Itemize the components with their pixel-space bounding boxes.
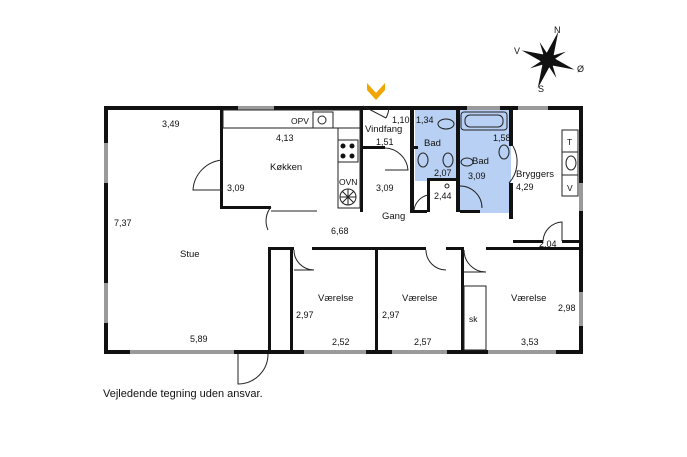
dim-stue-bottom: 5,89: [190, 334, 208, 344]
dim-gang-depth: 3,09: [376, 183, 394, 193]
room-label-vindfang: Vindfang: [365, 124, 402, 135]
dim-stue-left: 7,37: [114, 218, 132, 228]
dim-wc-d: 2,44: [434, 191, 452, 201]
bathroom-fixtures: [417, 111, 579, 351]
room-label-bryggers: Bryggers: [516, 169, 554, 180]
kitchen-fixtures: [222, 109, 361, 212]
entrance-marker-icon: [367, 83, 385, 100]
dim-v2-d: 2,97: [382, 310, 400, 320]
compass-icon: [521, 31, 575, 89]
doors: [192, 105, 563, 385]
room-label-gang: Gang: [382, 211, 405, 222]
dim-v3-d: 2,98: [558, 303, 576, 313]
dim-gang-width: 6,68: [331, 226, 349, 236]
compass-s-label: S: [538, 84, 544, 94]
windows: [104, 106, 583, 354]
room-label-bad-2: Bad: [472, 156, 489, 167]
dim-bad2-d: 3,09: [468, 171, 486, 181]
room-label-vaerelse-3: Værelse: [511, 293, 546, 304]
dim-v2-w: 2,57: [414, 337, 432, 347]
dim-vindfang-d: 1,51: [376, 137, 394, 147]
dim-bad1-w: 1,34: [416, 115, 434, 125]
room-label-bad-1: Bad: [424, 138, 441, 149]
dim-bryggers-w: 2,04: [539, 239, 557, 249]
dim-v3-w: 3,53: [521, 337, 539, 347]
dim-stue-top: 3,49: [162, 119, 180, 129]
room-label-vaerelse-2: Værelse: [402, 293, 437, 304]
dim-bryggers-d: 4,29: [516, 182, 534, 192]
dim-v1-d: 2,97: [296, 310, 314, 320]
dim-kokken-width: 4,13: [276, 133, 294, 143]
dim-kokken-depth: 3,09: [227, 183, 245, 193]
dim-vindfang-w: 1,10: [392, 115, 410, 125]
closet-label-sk: sk: [469, 314, 478, 324]
dim-bad1-d: 2,07: [434, 168, 452, 178]
disclaimer-text: Vejledende tegning uden ansvar.: [103, 388, 263, 400]
fixture-label-ovn: OVN: [339, 177, 357, 187]
room-label-kokken: Køkken: [270, 162, 302, 173]
interior-walls: [220, 106, 583, 350]
fixture-label-opv: OPV: [291, 116, 309, 126]
bathroom-1-fill: [415, 109, 457, 181]
compass-n-label: N: [554, 25, 561, 35]
room-label-stue: Stue: [180, 249, 200, 260]
dim-v1-w: 2,52: [332, 337, 350, 347]
fixture-label-v: V: [567, 183, 573, 193]
room-label-vaerelse-1: Værelse: [318, 293, 353, 304]
compass-o-label: Ø: [577, 64, 584, 74]
compass-v-label: V: [514, 46, 520, 56]
dim-bad2-w: 1,58: [493, 133, 511, 143]
fixture-label-t: T: [567, 137, 572, 147]
